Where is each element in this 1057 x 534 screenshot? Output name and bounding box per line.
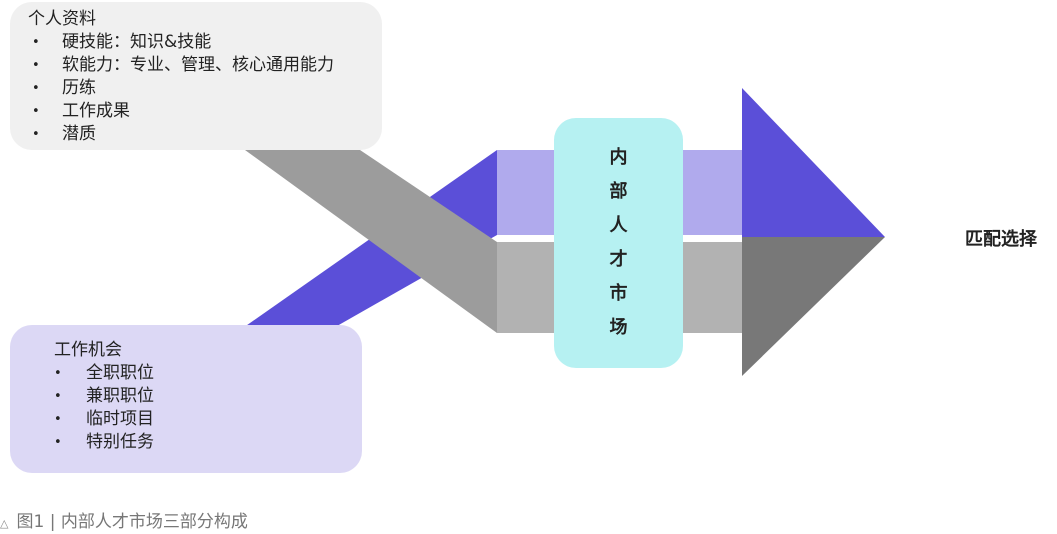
list-item: 特别任务 (54, 431, 362, 454)
market-label-char: 人 (609, 215, 628, 236)
profile-box: 个人资料 硬技能：知识&技能 软能力：专业、管理、核心通用能力 历练 工作成果 … (10, 2, 382, 150)
market-label-char: 市 (609, 283, 628, 304)
triangle-up-outline-icon: △ (0, 517, 9, 530)
list-item: 临时项目 (54, 408, 362, 431)
market-label-char: 才 (609, 249, 628, 270)
internal-talent-market-box: 内 部 人 才 市 场 (554, 118, 683, 368)
list-item: 软能力：专业、管理、核心通用能力 (32, 54, 382, 77)
caption-text: 图1 | 内部人才市场三部分构成 (16, 512, 248, 532)
opportunity-title: 工作机会 (54, 340, 122, 360)
opportunity-box: 工作机会 全职职位 兼职职位 临时项目 特别任务 (10, 325, 362, 473)
profile-flow-band (245, 150, 497, 333)
market-label-char: 部 (609, 181, 628, 202)
list-item: 潜质 (32, 123, 382, 146)
market-label-char: 场 (609, 317, 628, 338)
profile-title: 个人资料 (28, 9, 96, 29)
figure-caption: △ 图1 | 内部人才市场三部分构成 (0, 507, 248, 532)
opportunity-flow-band (240, 150, 497, 330)
list-item: 历练 (32, 77, 382, 100)
arrowhead-upper (742, 88, 885, 237)
opportunity-list: 全职职位 兼职职位 临时项目 特别任务 (54, 362, 362, 454)
market-label-char: 内 (609, 147, 628, 168)
arrowhead-lower (742, 237, 885, 376)
list-item: 硬技能：知识&技能 (32, 31, 382, 54)
profile-list: 硬技能：知识&技能 软能力：专业、管理、核心通用能力 历练 工作成果 潜质 (32, 31, 382, 146)
list-item: 工作成果 (32, 100, 382, 123)
match-selection-label: 匹配选择 (965, 229, 1037, 250)
list-item: 全职职位 (54, 362, 362, 385)
list-item: 兼职职位 (54, 385, 362, 408)
